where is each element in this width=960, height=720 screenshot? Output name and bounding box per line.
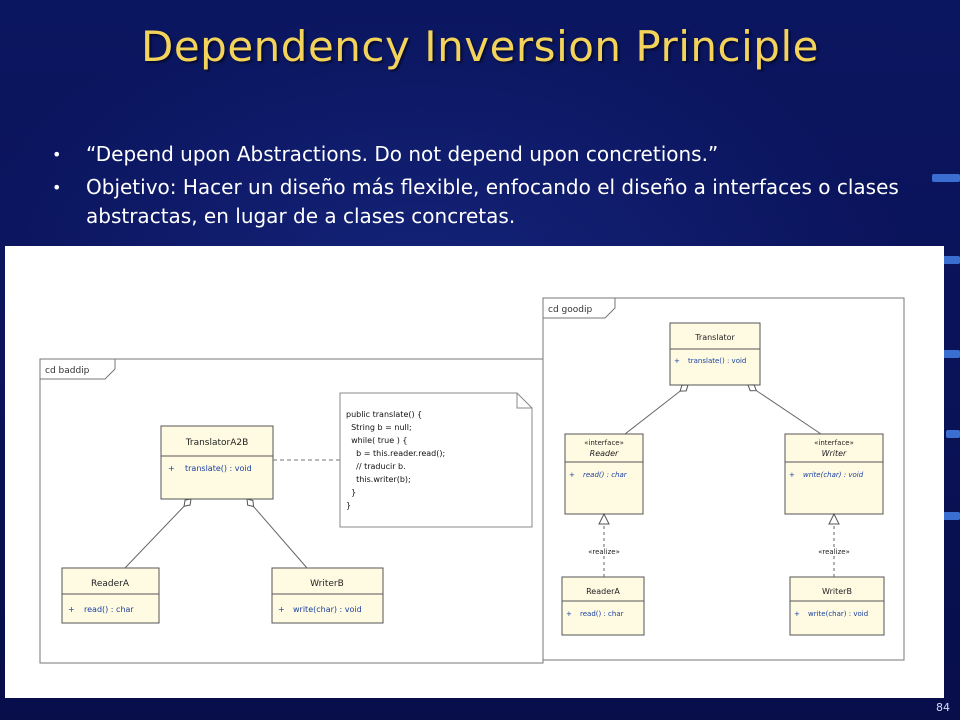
class-writer-b-impl: WriterB + write(char) : void xyxy=(789,576,885,636)
note-line: } xyxy=(346,488,356,497)
bullet-icon: • xyxy=(52,145,62,164)
note-line: String b = null; xyxy=(346,423,412,432)
interface-name: Writer xyxy=(822,449,847,458)
class-name: TranslatorA2B xyxy=(185,438,249,448)
bad-dip-diagram: cd baddip TranslatorA2B + translate() : … xyxy=(39,358,544,664)
diagram-panel: cd baddip TranslatorA2B + translate() : … xyxy=(5,246,944,698)
bad-frame-label: cd baddip xyxy=(45,366,90,376)
class-operation: write(char) : void xyxy=(293,605,362,614)
op-marker: + xyxy=(278,605,285,614)
op-marker: + xyxy=(794,610,800,618)
bad-frame-tab xyxy=(39,358,116,380)
aggregation-writer xyxy=(246,498,308,569)
interface-operation: read() : char xyxy=(583,471,628,479)
op-marker: + xyxy=(569,471,575,479)
page-number: 84 xyxy=(936,701,950,714)
bullet-item: • “Depend upon Abstractions. Do not depe… xyxy=(52,140,922,169)
interface-writer: «interface» Writer + write(char) : void xyxy=(784,433,884,515)
note-line: } xyxy=(346,501,351,510)
realize-label: «realize» xyxy=(818,548,850,556)
bullet-text: Objetivo: Hacer un diseño más flexible, … xyxy=(86,175,899,228)
bullet-item: • Objetivo: Hacer un diseño más flexible… xyxy=(52,173,922,231)
class-translator: Translator + translate() : void xyxy=(669,322,761,386)
interface-reader: «interface» Reader + read() : char xyxy=(564,433,644,515)
note-line: b = this.reader.read(); xyxy=(346,449,445,458)
class-name: WriterB xyxy=(310,579,344,589)
decorative-stripes xyxy=(920,160,960,580)
class-translator-a2b: TranslatorA2B + translate() : void xyxy=(160,425,274,500)
code-note: public translate() { String b = null; wh… xyxy=(339,392,533,528)
op-marker: + xyxy=(789,471,795,479)
good-frame-tab xyxy=(542,297,616,319)
op-marker: + xyxy=(168,464,175,473)
class-operation: translate() : void xyxy=(185,464,252,473)
op-marker: + xyxy=(674,357,680,365)
op-marker: + xyxy=(68,605,75,614)
stereotype: «interface» xyxy=(814,439,854,447)
class-name: ReaderA xyxy=(91,579,130,589)
note-line: public translate() { xyxy=(346,410,422,419)
good-frame-label: cd goodip xyxy=(548,305,592,315)
bullet-icon: • xyxy=(52,178,62,197)
interface-name: Reader xyxy=(590,449,619,458)
uml-diagrams: cd baddip TranslatorA2B + translate() : … xyxy=(39,297,905,664)
op-marker: + xyxy=(566,610,572,618)
class-operation: write(char) : void xyxy=(808,610,868,618)
class-name: WriterB xyxy=(822,587,852,596)
class-name: ReaderA xyxy=(586,587,620,596)
aggregation-reader-interface xyxy=(624,384,689,435)
note-line: while( true ) { xyxy=(346,436,407,445)
aggregation-writer-interface xyxy=(747,384,822,435)
bullet-text: “Depend upon Abstractions. Do not depend… xyxy=(86,142,719,166)
class-reader-a: ReaderA + read() : char xyxy=(61,567,160,624)
realize-label: «realize» xyxy=(588,548,620,556)
bullet-list: • “Depend upon Abstractions. Do not depe… xyxy=(52,140,922,235)
note-line: // traducir b. xyxy=(346,462,406,471)
class-operation: translate() : void xyxy=(688,357,746,365)
slide-title: Dependency Inversion Principle xyxy=(141,22,819,71)
note-line: this.writer(b); xyxy=(346,475,411,484)
good-dip-diagram: cd goodip Translator + translate() : voi… xyxy=(542,297,905,661)
class-operation: read() : char xyxy=(580,610,624,618)
interface-operation: write(char) : void xyxy=(803,471,864,479)
stereotype: «interface» xyxy=(584,439,624,447)
class-writer-b: WriterB + write(char) : void xyxy=(271,567,384,624)
class-operation: read() : char xyxy=(84,605,134,614)
class-reader-a-impl: ReaderA + read() : char xyxy=(561,576,645,636)
aggregation-reader xyxy=(124,498,192,569)
class-name: Translator xyxy=(694,333,735,342)
